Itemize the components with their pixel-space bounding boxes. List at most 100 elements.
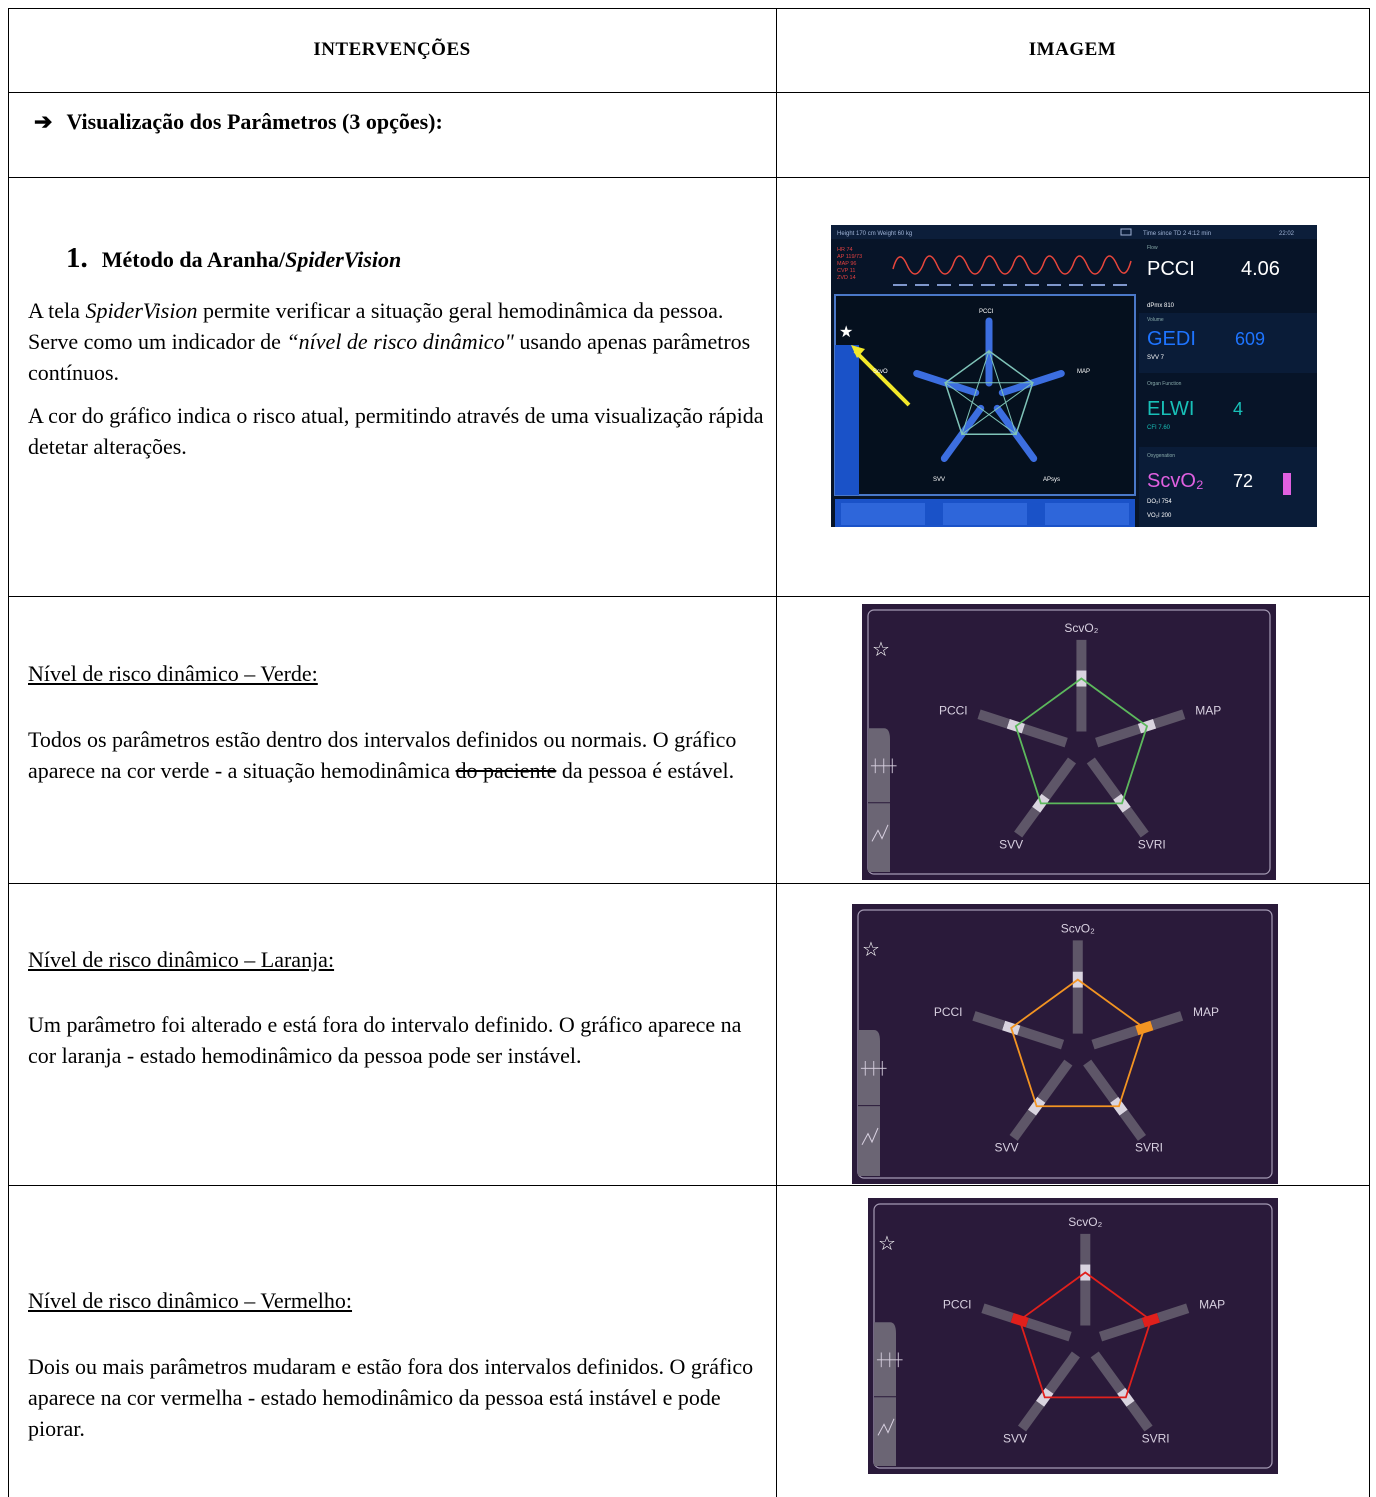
spider-axis-outer [972, 1011, 1006, 1031]
spider-label: MAP [1077, 369, 1090, 375]
vital-item: ZVD 14 [837, 275, 856, 281]
heading-text: Nível de risco dinâmico – Laranja: [28, 947, 335, 972]
volume-section [1139, 313, 1317, 373]
spider-chart [913, 317, 1065, 462]
table-divider [8, 883, 1370, 884]
arrow-head [851, 345, 865, 358]
spider-polygon [1018, 1271, 1152, 1399]
bottom-button[interactable] [1045, 503, 1129, 525]
spider-label: SVRI [1142, 1431, 1170, 1445]
spider-axis-inner [1095, 723, 1141, 748]
monitor-header-right: Time since TD 2 4:12 min [1143, 231, 1211, 237]
spider-axis-inner [1041, 757, 1077, 800]
spider-axis-inner [1091, 1025, 1139, 1050]
spider-polygon [1014, 677, 1149, 805]
vital-item: MAP 96 [837, 261, 856, 267]
scvo2-bar [1283, 473, 1291, 495]
text-span-italic: SpiderVision [85, 298, 198, 323]
spider-label: MAP [1199, 1298, 1225, 1312]
star-icon: ★ [839, 324, 853, 341]
spider-label: ScvO₂ [1061, 921, 1095, 935]
bottom-button[interactable] [841, 503, 925, 525]
yellow-arrow-icon [853, 349, 911, 407]
svv-line: SVV 7 [1147, 355, 1165, 361]
spider-label: PCCI [943, 1298, 972, 1312]
star-icon: ☆ [878, 1233, 896, 1255]
table-divider [8, 596, 1370, 597]
spider-axis-outer [1119, 1109, 1147, 1141]
monitor-header-left: Height 170 cm Weight 60 kg [837, 231, 912, 237]
chart-background [862, 604, 1276, 880]
level-orange-heading: Nível de risco dinâmico – Laranja: [28, 944, 768, 975]
section-title: Visualização dos Parâmetros (3 opções): [66, 109, 443, 134]
monitor-time: 22:02 [1279, 231, 1295, 237]
text-span-italic: “nível de risco dinâmico" [286, 329, 514, 354]
spidervision-monitor-image: Height 170 cm Weight 60 kg Time since TD… [831, 225, 1317, 527]
side-tab-panel [858, 1030, 880, 1176]
chart-background [868, 1198, 1278, 1474]
vitals-list: HR 74 AP 119/73 MAP 96 CVP 11 ZVD 14 [837, 247, 862, 281]
spider-polygon [1010, 978, 1146, 1108]
monitor-header-bar [831, 225, 1317, 239]
spider-axis-outer [1017, 1400, 1045, 1432]
spider-label: ScvO₂ [1068, 1215, 1102, 1229]
spider-label: SVRI [1138, 837, 1166, 851]
spider-label: PCCI [939, 704, 968, 718]
bottom-button[interactable] [943, 503, 1027, 525]
spider-axis-inner [1017, 1025, 1065, 1050]
side-tabs [835, 345, 859, 495]
column-header-image: IMAGEM [1028, 39, 1117, 60]
spider-axis-outer [1126, 1400, 1153, 1432]
level-green-heading: Nível de risco dinâmico – Verde: [28, 658, 768, 689]
table-divider [8, 177, 1370, 178]
text-span: permite verificar a situação geral hemod… [28, 298, 724, 354]
spider-axis-inner [1021, 723, 1068, 748]
table-divider [8, 1185, 1370, 1186]
spider-label: SVV [995, 1141, 1019, 1155]
cfi-line: CFI 7.60 [1147, 425, 1171, 431]
spider-label: APsys [1043, 477, 1060, 483]
method-number: 1. [66, 242, 88, 274]
text-span: usando apenas parâmetros contínuos. [28, 329, 751, 385]
gedi-value: 609 [1235, 329, 1265, 349]
spider-label: ScvO [873, 369, 888, 375]
spider-axis-outer [1156, 1303, 1190, 1323]
gedi-label: GEDI [1147, 328, 1196, 350]
level-red-text: Dois ou mais parâmetros mudaram e estão … [28, 1354, 754, 1441]
elwi-value: 4 [1233, 399, 1243, 419]
table-border-right [1369, 8, 1370, 1497]
star-icon: ☆ [862, 939, 880, 961]
elwi-label: ELWI [1147, 398, 1194, 420]
dpmx-line: dPmx 810 [1147, 303, 1175, 309]
level-orange-text: Um parâmetro foi alterado e está fora do… [28, 1012, 742, 1068]
spider-axis-inner [1083, 1059, 1119, 1103]
side-tab-panel [868, 728, 890, 872]
vo2-line: VO₂I 200 [1147, 513, 1172, 519]
volume-label: Volume [1147, 317, 1164, 323]
do2-line: DO₂I 754 [1147, 499, 1172, 505]
spider-axis-outer [981, 1303, 1014, 1323]
spider-label: PCCI [979, 309, 994, 315]
pressure-waveform [892, 255, 1132, 275]
chart-background [852, 904, 1278, 1184]
method-paragraph-2: A cor do gráfico indica o risco atual, p… [28, 403, 764, 459]
spider-axis-inner [1098, 1317, 1145, 1342]
bars-icon: ┼┼┼ [860, 1061, 887, 1076]
spider-label: SVV [999, 837, 1023, 851]
spider-panel [834, 294, 1136, 496]
vital-item: CVP 11 [837, 268, 855, 274]
table-divider [8, 92, 1370, 93]
text-span: Todos os parâmetros estão dentro dos int… [28, 727, 737, 783]
spider-label: SVV [933, 477, 945, 483]
scvo2-label: ScvO₂ [1147, 470, 1204, 492]
spider-star-lines [943, 349, 1035, 436]
heading-text: Nível de risco dinâmico – Verde: [28, 661, 318, 686]
method-title-text: Método da Aranha/ [101, 247, 286, 272]
column-header-interventions: INTERVENÇÕES [313, 39, 471, 60]
flow-label: Flow [1147, 245, 1158, 251]
spider-axis-inner [1090, 1351, 1126, 1394]
spider-axis-outer [1150, 1011, 1184, 1031]
spider-polygon [944, 350, 1034, 435]
text-span: A tela [28, 298, 86, 323]
